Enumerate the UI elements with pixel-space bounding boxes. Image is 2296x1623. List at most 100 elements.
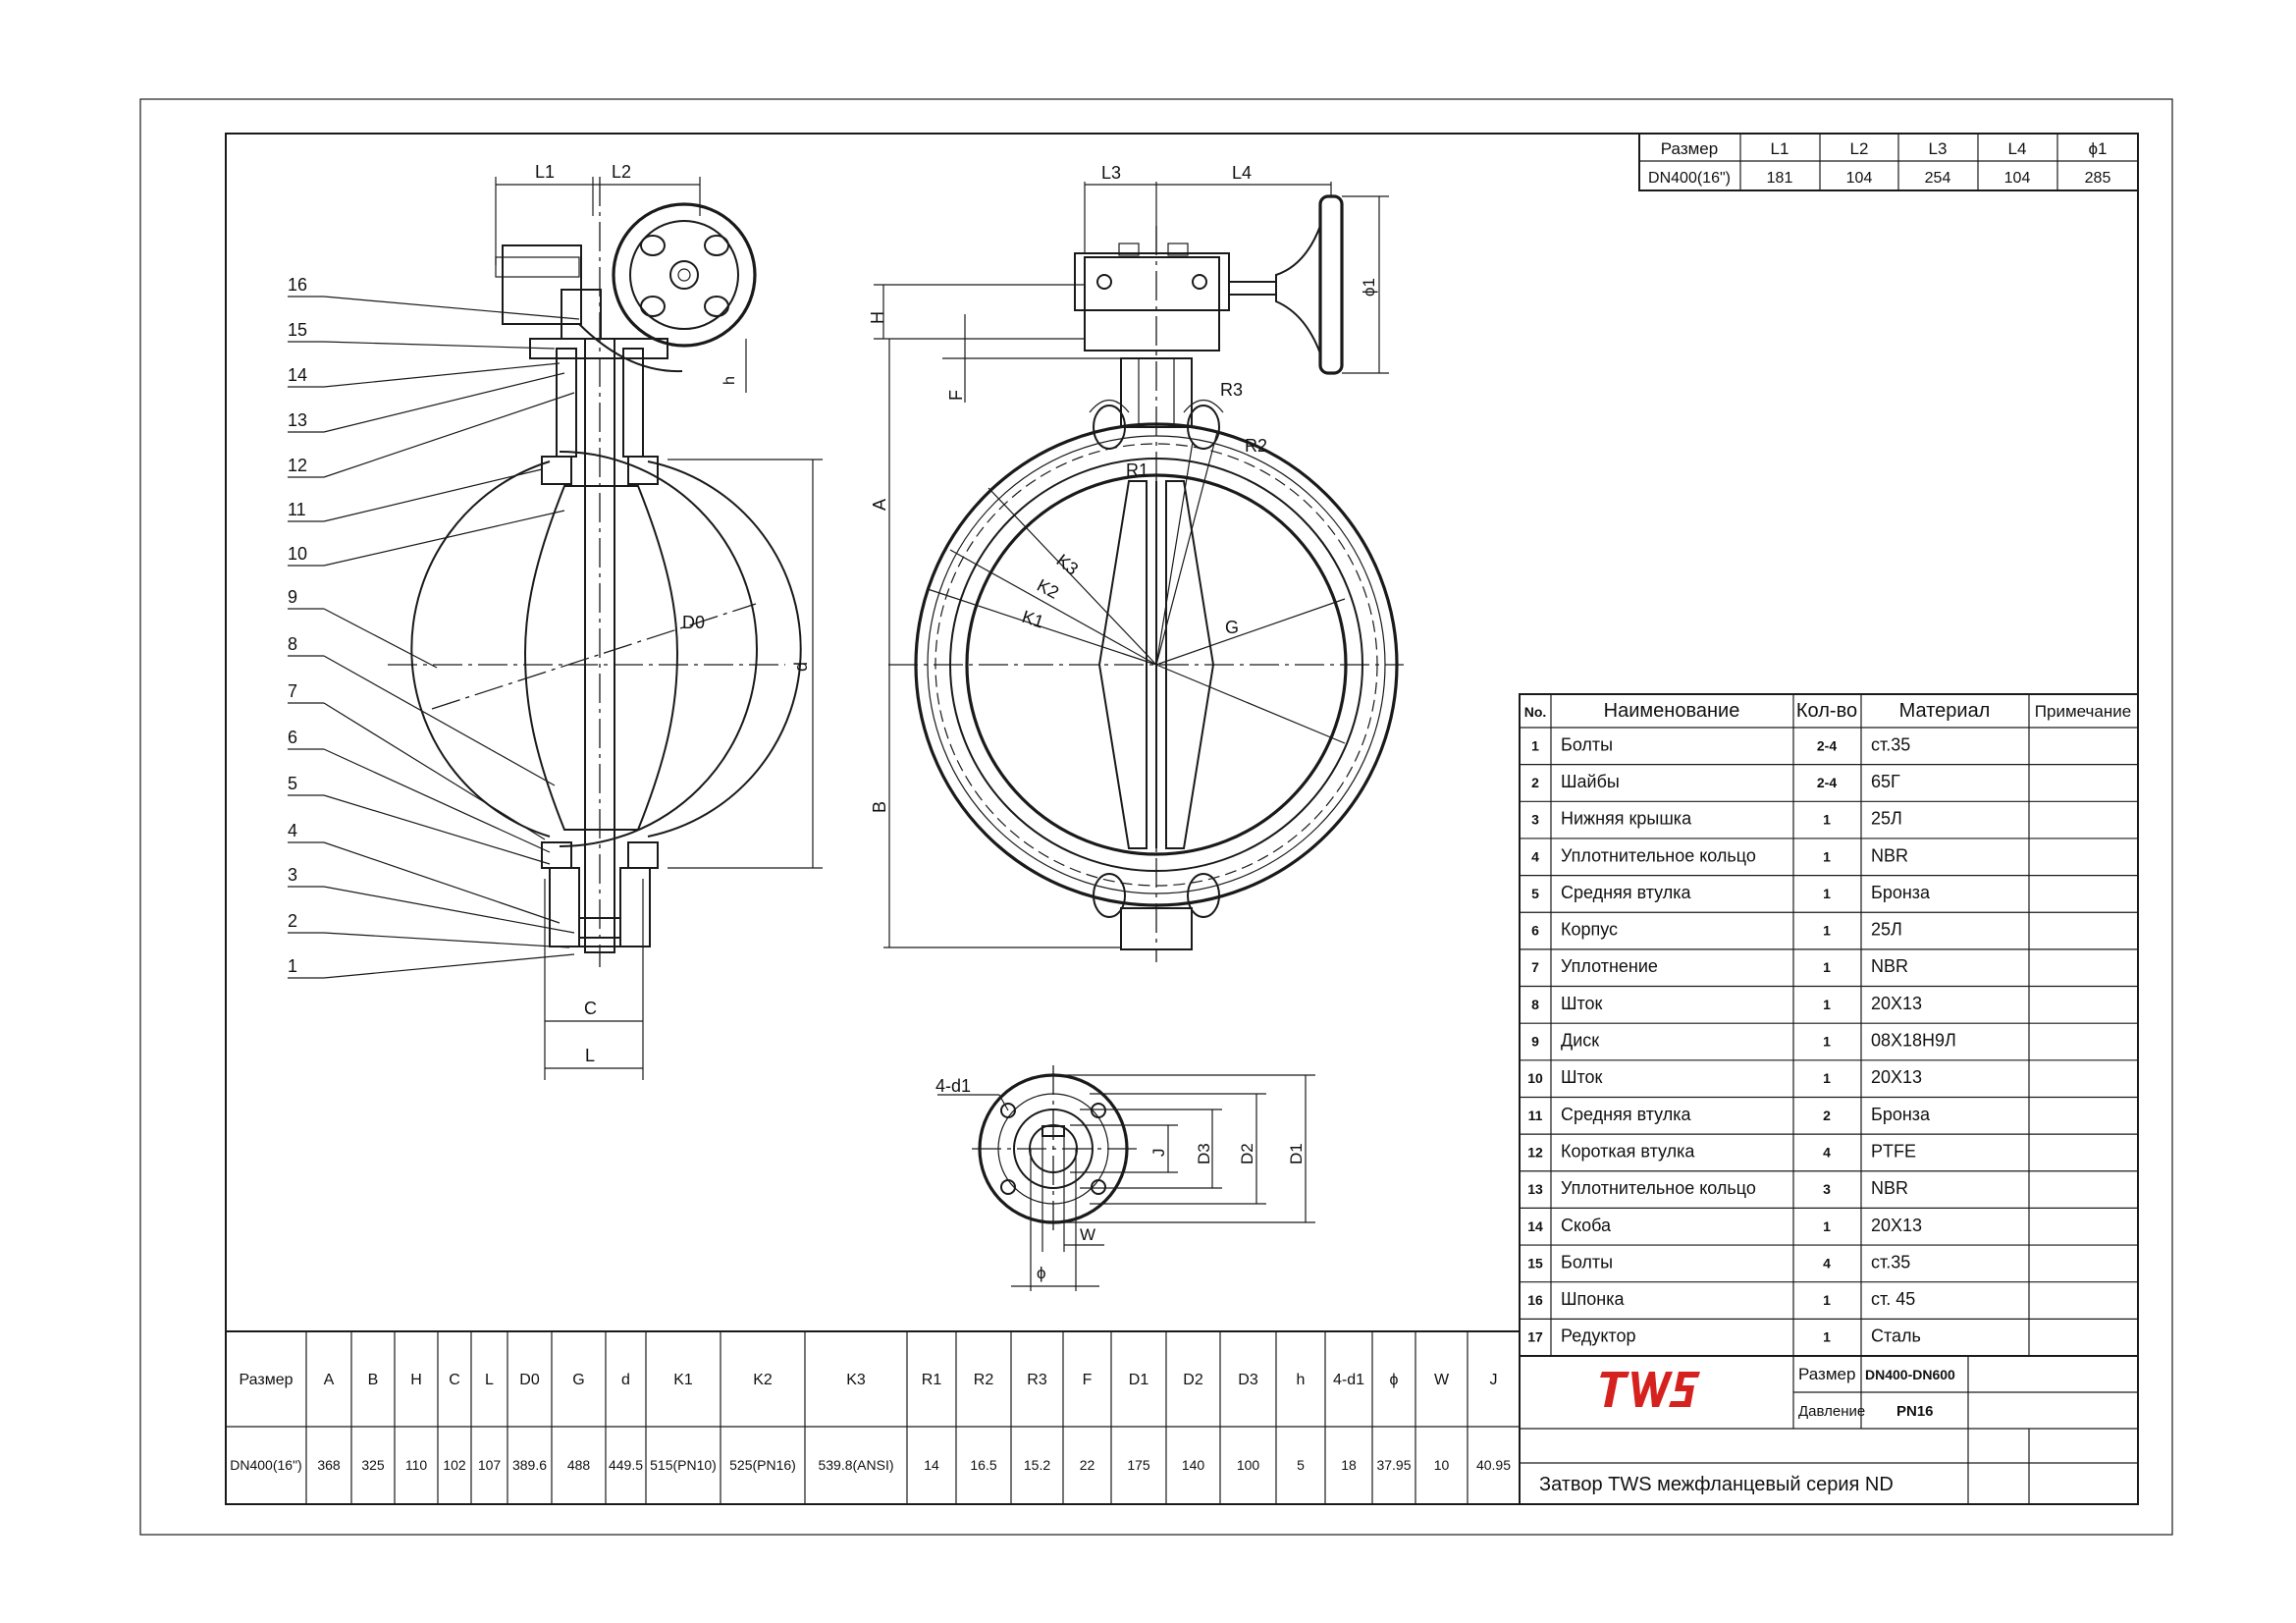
bottom-table-header: K3 [846, 1372, 866, 1388]
bottom-table-header: D2 [1183, 1372, 1203, 1388]
bottom-table-header: R3 [1027, 1372, 1047, 1388]
part-material: NBR [1871, 1178, 1908, 1198]
part-name: Диск [1561, 1031, 1599, 1051]
top-table-cell: 181 [1767, 170, 1793, 187]
dim-R2: R2 [1245, 436, 1267, 456]
callout-4: 4 [288, 821, 297, 840]
size-value: DN400-DN600 [1865, 1367, 1955, 1382]
part-quantity: 1 [1823, 1292, 1831, 1308]
dim-D0: D0 [682, 613, 705, 632]
part-number: 14 [1527, 1218, 1543, 1234]
size-label: Размер [1798, 1365, 1855, 1383]
callout-9: 9 [288, 587, 297, 607]
callout-13: 13 [288, 410, 307, 430]
bottom-table-cell: 368 [317, 1457, 341, 1473]
part-name: Короткая втулка [1561, 1141, 1695, 1161]
bottom-table-header: R2 [974, 1372, 994, 1388]
top-table-header: L4 [2008, 139, 2027, 158]
part-name: Шток [1561, 994, 1603, 1013]
bottom-table-cell: 389.6 [512, 1457, 547, 1473]
dim-L1: L1 [535, 162, 555, 182]
callout-3: 3 [288, 865, 297, 885]
outer-frame [139, 98, 2173, 1536]
dim-K3: K3 [1053, 550, 1083, 578]
dim-R3: R3 [1220, 380, 1243, 400]
bottom-table-cell: 22 [1080, 1457, 1095, 1473]
callout-2: 2 [288, 911, 297, 931]
drawing-title: Затвор TWS межфланцевый серия ND [1539, 1474, 1894, 1495]
parts-table-header: No. [1524, 704, 1547, 720]
parts-table-header: Кол-во [1796, 700, 1857, 722]
bottom-table-cell: 449.5 [609, 1457, 643, 1473]
part-quantity: 1 [1823, 886, 1831, 901]
part-number: 4 [1531, 848, 1539, 864]
part-number: 8 [1531, 997, 1539, 1012]
part-name: Уплотнительное кольцо [1561, 845, 1756, 865]
part-number: 5 [1531, 886, 1539, 901]
part-material: 25Л [1871, 809, 1902, 829]
part-number: 15 [1527, 1255, 1543, 1271]
callout-7: 7 [288, 681, 297, 701]
part-quantity: 1 [1823, 959, 1831, 975]
dim-K1: K1 [1020, 607, 1046, 632]
callout-6: 6 [288, 728, 297, 747]
dim-L4: L4 [1232, 163, 1252, 183]
bottom-table-header: L [485, 1372, 494, 1388]
dim-D1: D1 [1287, 1143, 1306, 1164]
bottom-table-cell: 539.8(ANSI) [818, 1457, 893, 1473]
part-quantity: 1 [1823, 1218, 1831, 1234]
bottom-table-cell: 15.2 [1024, 1457, 1050, 1473]
top-table-cell: DN400(16") [1648, 170, 1731, 187]
part-number: 10 [1527, 1070, 1543, 1086]
dim-H: H [868, 311, 887, 324]
callout-8: 8 [288, 634, 297, 654]
top-table-header: L1 [1771, 139, 1789, 158]
bottom-table-header: Размер [240, 1372, 294, 1388]
dim-A: A [870, 499, 889, 511]
bottom-table-cell: 37.95 [1376, 1457, 1411, 1473]
dim-L2: L2 [612, 162, 631, 182]
part-number: 17 [1527, 1329, 1543, 1345]
callout-15: 15 [288, 320, 307, 340]
parts-table-header: Наименование [1604, 700, 1740, 722]
dim-d: d [791, 662, 811, 672]
part-material: 08X18H9Л [1871, 1031, 1956, 1051]
callout-1: 1 [288, 956, 297, 976]
part-number: 12 [1527, 1144, 1543, 1160]
title-block: Размер DN400-DN600 Давление PN16 Затвор … [1519, 1355, 2139, 1505]
part-name: Нижняя крышка [1561, 809, 1692, 829]
dim-W: W [1080, 1225, 1095, 1244]
part-number: 9 [1531, 1034, 1539, 1050]
part-number: 16 [1527, 1292, 1543, 1308]
callout-10: 10 [288, 544, 307, 564]
part-material: ст.35 [1871, 1252, 1910, 1271]
callout-11: 11 [288, 500, 306, 519]
part-material: Сталь [1871, 1326, 1921, 1346]
dim-L: L [585, 1046, 595, 1065]
dim-h: h [721, 376, 738, 385]
bottom-table-header: H [410, 1372, 422, 1388]
part-number: 1 [1531, 737, 1539, 753]
dim-L3: L3 [1101, 163, 1121, 183]
bottom-table-cell: 515(PN10) [650, 1457, 717, 1473]
bottom-table-header: J [1490, 1372, 1498, 1388]
bottom-table-header: C [449, 1372, 460, 1388]
dim-phi: ϕ [1037, 1264, 1046, 1282]
part-material: NBR [1871, 956, 1908, 976]
bottom-table-header: D0 [519, 1372, 540, 1388]
part-quantity: 2 [1823, 1108, 1831, 1123]
bottom-table-header: h [1297, 1372, 1306, 1388]
part-material: ст.35 [1871, 734, 1910, 754]
part-quantity: 2-4 [1817, 737, 1837, 753]
bottom-table-cell: 16.5 [970, 1457, 996, 1473]
bottom-table-cell: 10 [1434, 1457, 1450, 1473]
bottom-table-cell: 102 [443, 1457, 466, 1473]
pressure-value: PN16 [1896, 1403, 1934, 1420]
parts-table-header: Материал [1899, 700, 1991, 722]
part-number: 13 [1527, 1181, 1543, 1197]
part-quantity: 1 [1823, 812, 1831, 828]
bottom-table-header: W [1434, 1372, 1450, 1388]
bottom-table-header: D1 [1129, 1372, 1149, 1388]
part-material: 20X13 [1871, 994, 1922, 1013]
part-material: 65Г [1871, 772, 1900, 791]
